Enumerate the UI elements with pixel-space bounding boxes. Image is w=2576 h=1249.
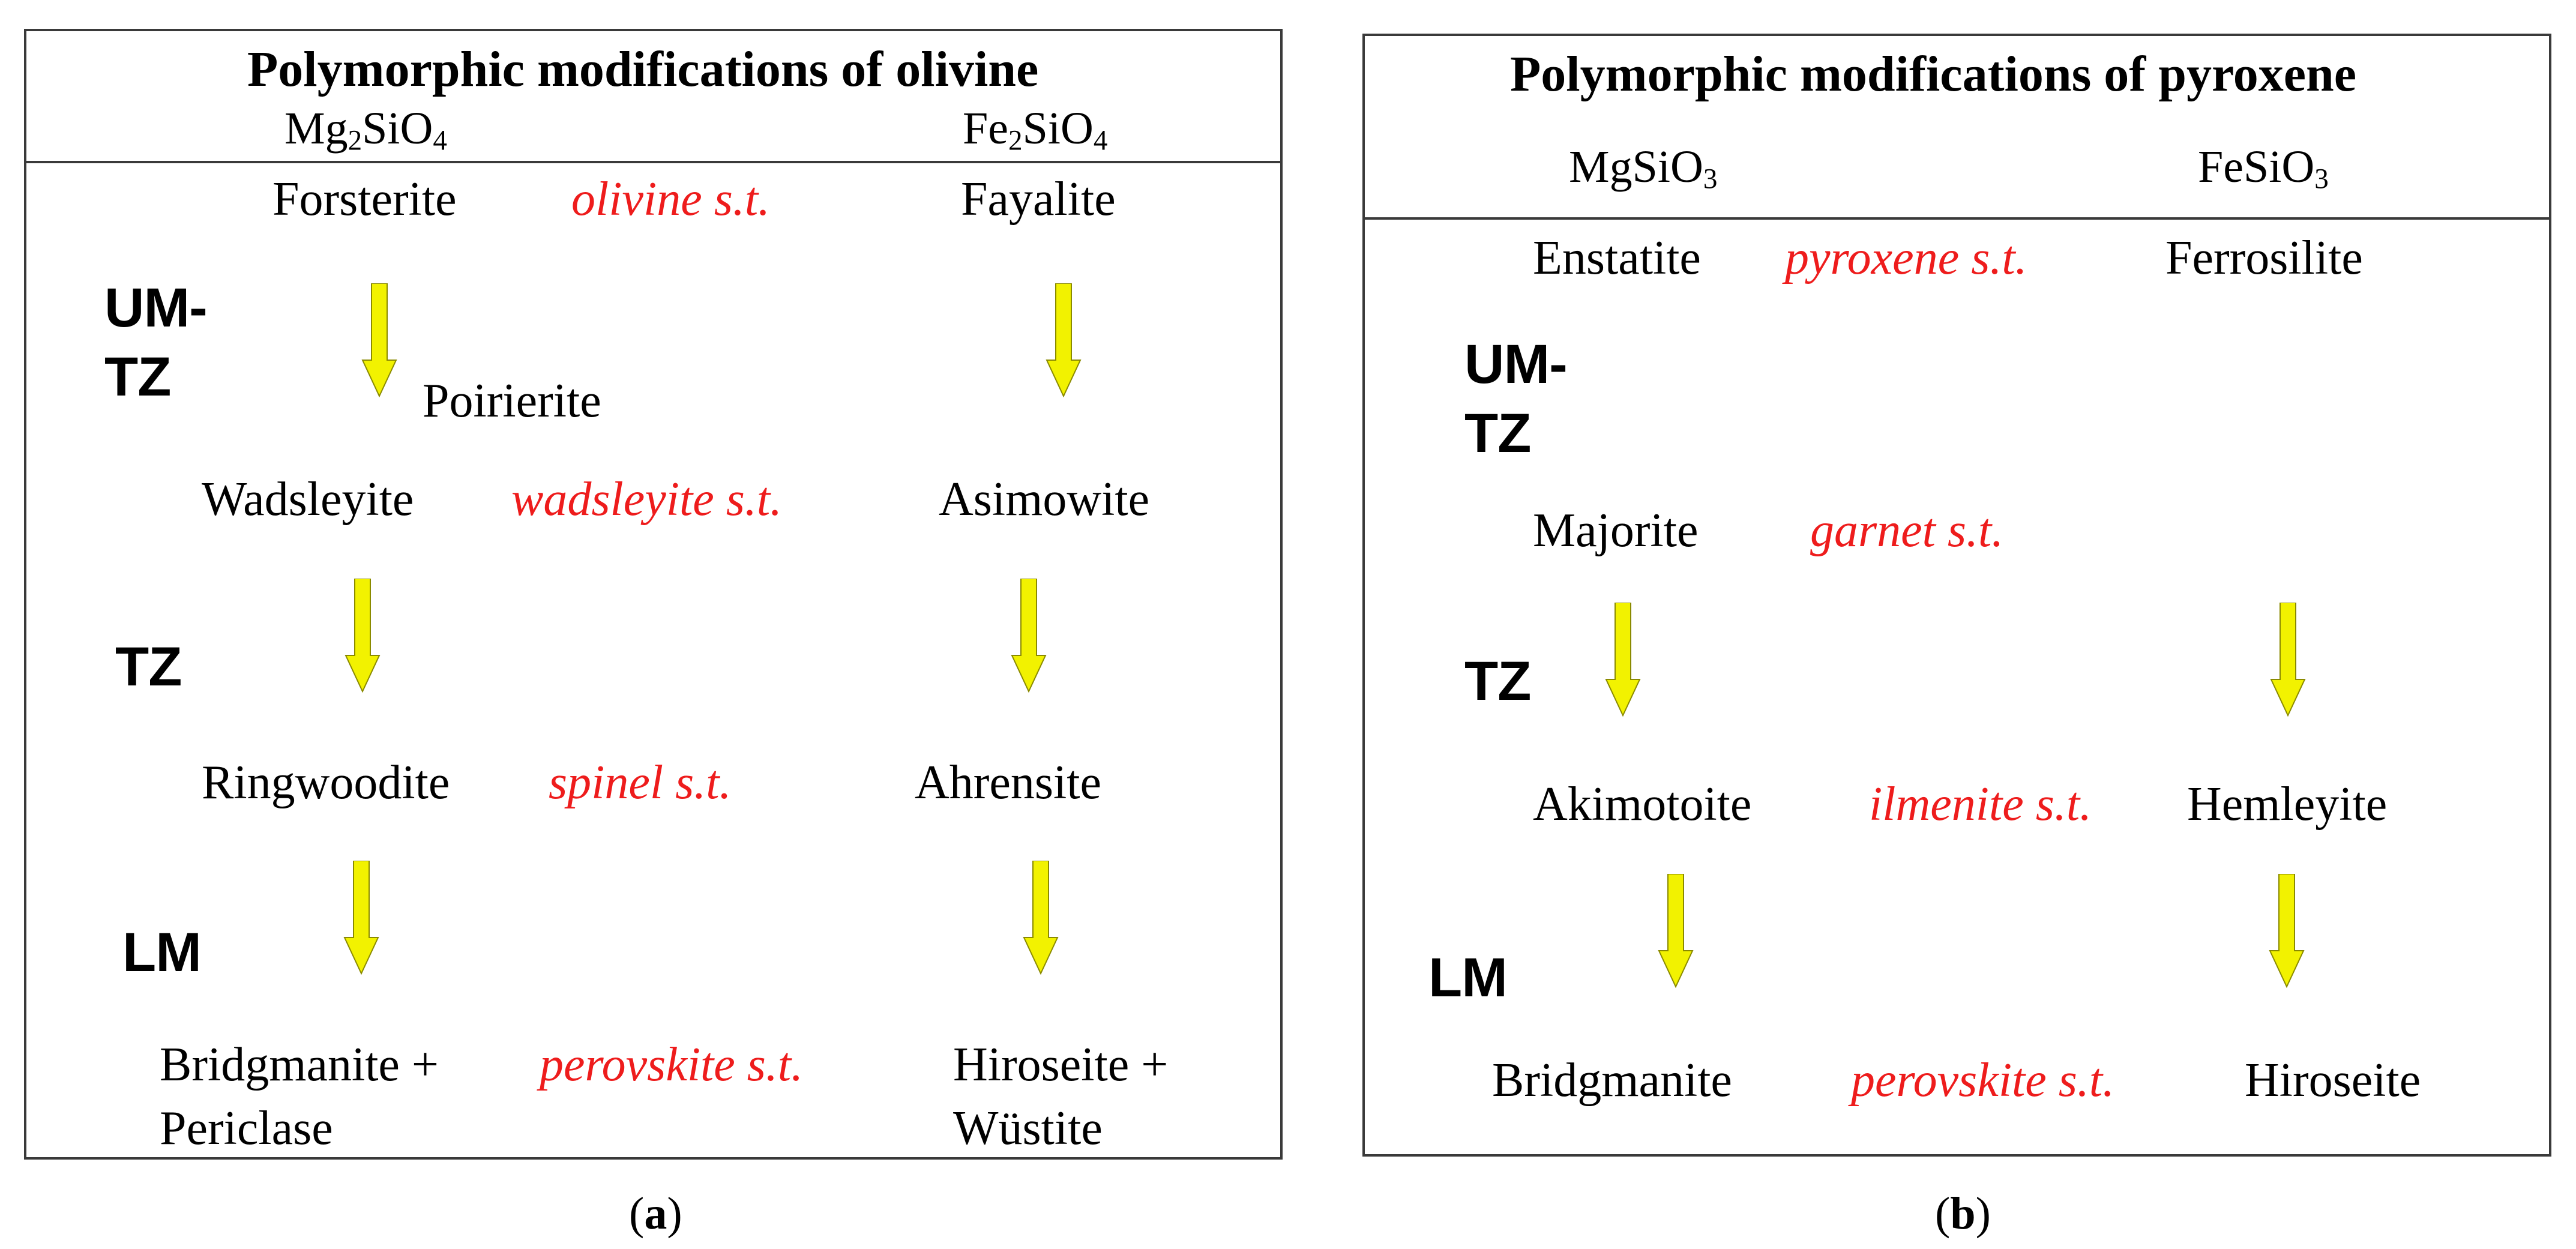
pyroxene-fe-mineral: Hiroseite (2245, 1054, 2421, 1107)
zone-label-lm: LM (122, 922, 202, 983)
arrow-down-icon (361, 283, 397, 397)
arrow-down-icon (2269, 874, 2305, 988)
panel-b-caption: (b) (1935, 1188, 1991, 1239)
pyroxene-structure-type: pyroxene s.t. (1785, 232, 2027, 284)
pyroxene-panel-title: Polymorphic modifications of pyroxene (1510, 46, 2357, 102)
zone-label-umtz: UM- TZ (104, 277, 208, 408)
arrow-down-icon (1605, 603, 1641, 717)
olivine-fe-mineral: Ahrensite (915, 756, 1102, 809)
arrow-down-icon (1023, 861, 1059, 975)
pyroxene-fe-mineral: Ferrosilite (2165, 232, 2363, 284)
olivine-mg-formula: Mg2SiO4 (284, 103, 447, 157)
arrow-down-icon (343, 861, 379, 975)
pyroxene-mg-mineral: Akimotoite (1533, 778, 1752, 831)
pyroxene-mg-formula: MgSiO3 (1569, 142, 1718, 195)
olivine-mg-mineral: Ringwoodite (202, 756, 450, 809)
panel-a-caption: (a) (629, 1188, 682, 1239)
olivine-header-divider (26, 161, 1280, 163)
olivine-fe-formula: Fe2SiO4 (963, 103, 1108, 157)
olivine-fe-mineral: Hiroseite + (953, 1038, 1169, 1091)
pyroxene-mg-mineral: Enstatite (1533, 232, 1701, 284)
pyroxene-structure-type: perovskite s.t. (1851, 1054, 2115, 1107)
arrow-down-icon (345, 579, 381, 693)
olivine-structure-type: wadsleyite s.t. (511, 473, 783, 526)
olivine-mg-mineral: Forsterite (272, 173, 457, 226)
pyroxene-structure-type: ilmenite s.t. (1869, 778, 2092, 831)
olivine-fe-mineral-line2: Wüstite (953, 1102, 1103, 1155)
zone-label-tz: TZ (115, 636, 182, 697)
olivine-fe-mineral: Fayalite (961, 173, 1116, 226)
pyroxene-mg-mineral: Bridgmanite (1492, 1054, 1732, 1107)
olivine-panel-title: Polymorphic modifications of olivine (247, 41, 1039, 97)
zone-label-tz: TZ (1464, 651, 1531, 712)
olivine-side-mineral: Poirierite (423, 375, 601, 427)
pyroxene-structure-type: garnet s.t. (1810, 504, 2004, 557)
olivine-structure-type: spinel s.t. (549, 756, 732, 809)
pyroxene-panel: Polymorphic modifications of pyroxene Mg… (1362, 34, 2551, 1157)
olivine-mg-mineral: Bridgmanite + (160, 1038, 439, 1091)
zone-label-umtz: UM- TZ (1464, 334, 1568, 464)
olivine-structure-type: olivine s.t. (571, 173, 771, 226)
arrow-down-icon (2270, 603, 2306, 717)
zone-label-lm: LM (1428, 947, 1508, 1008)
olivine-mg-mineral: Wadsleyite (202, 473, 414, 526)
pyroxene-fe-mineral: Hemleyite (2187, 778, 2388, 831)
arrow-down-icon (1046, 283, 1082, 397)
olivine-panel: Polymorphic modifications of olivine Mg2… (24, 29, 1283, 1160)
arrow-down-icon (1658, 874, 1694, 988)
olivine-mg-mineral-line2: Periclase (160, 1102, 333, 1155)
pyroxene-fe-formula: FeSiO3 (2198, 142, 2329, 195)
arrow-down-icon (1011, 579, 1047, 693)
pyroxene-mg-mineral: Majorite (1533, 504, 1699, 557)
olivine-structure-type: perovskite s.t. (540, 1038, 804, 1091)
pyroxene-header-divider (1365, 217, 2549, 220)
olivine-fe-mineral: Asimowite (939, 473, 1150, 526)
